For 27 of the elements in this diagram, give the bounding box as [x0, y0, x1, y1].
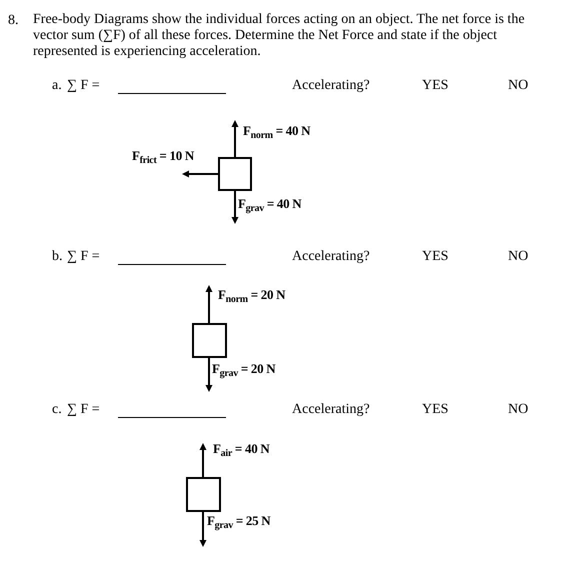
item-letter: b. [52, 248, 62, 265]
force-label: F$_{air}$ = 40 N [213, 440, 270, 461]
force-label: F$_{norm}$ = 20 N [218, 286, 286, 307]
question-number: 8. [8, 12, 18, 29]
force-label: F$_{norm}$ = 40 N [243, 122, 310, 143]
answer-option: YES [422, 77, 448, 94]
answer-option: YES [422, 248, 448, 265]
force-label: F$_{grav}$ = 25 N [207, 512, 270, 533]
object-box [192, 323, 227, 358]
item-letter: a. [52, 77, 62, 94]
sum-formula: ∑ F = [67, 401, 100, 418]
answer-option: NO [508, 401, 528, 418]
answer-option: NO [508, 248, 528, 265]
sum-formula: ∑ F = [67, 77, 100, 94]
answer-option: YES [422, 401, 448, 418]
force-label: F$_{grav}$ = 20 N [212, 360, 276, 381]
question-label: Accelerating? [292, 77, 370, 94]
object-box [186, 477, 221, 512]
question-label: Accelerating? [292, 401, 370, 418]
item-letter: c. [52, 401, 62, 418]
question-text: Free-body Diagrams show the individual forces acting on an object. The net force is the vector sum (∑F) of all these forces. Determine the Net Force and state if the object represented is experiencing acceleration. [33, 12, 526, 60]
question-label: Accelerating? [292, 248, 370, 265]
force-label: F$_{frict}$ = 10 N [132, 147, 194, 168]
force-label: F$_{grav}$ = 40 N [238, 195, 302, 216]
object-box [218, 157, 252, 191]
sum-formula: ∑ F = [67, 248, 100, 265]
answer-option: NO [508, 77, 528, 94]
